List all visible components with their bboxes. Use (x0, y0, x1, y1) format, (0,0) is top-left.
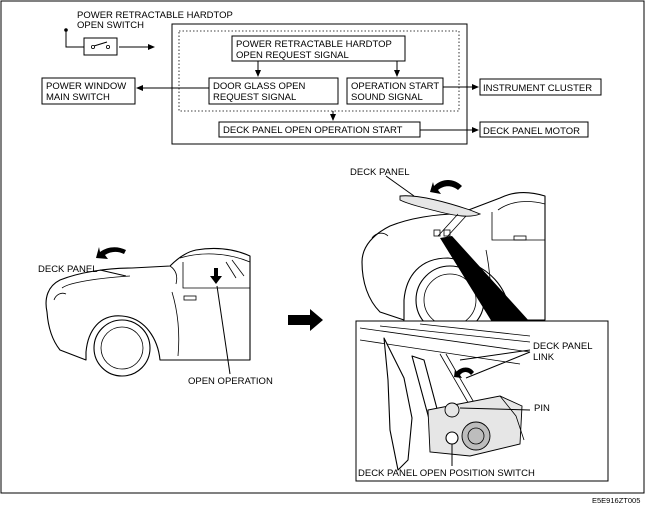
car-left-rear-rim (100, 326, 144, 370)
sound-signal-box (346, 77, 444, 105)
inset-body-line1 (359, 327, 531, 353)
inset-motor-gear (461, 421, 491, 451)
inset-pin-wheel (444, 402, 460, 418)
switch-lever (93, 41, 108, 47)
deck-panel-link-line2: LINK (533, 352, 555, 363)
block-diagram: POWER RETRACTABLE HARDTOP OPEN SWITCH PO… (41, 10, 602, 145)
car-right-taillight (371, 232, 389, 239)
inset-rotation-arrow (454, 367, 474, 378)
car-right-door-handle (513, 235, 527, 241)
sound-signal-line2: SOUND SIGNAL (351, 92, 423, 103)
inset-body-line2 (379, 325, 531, 343)
car-right-deck-panel (399, 195, 482, 217)
inset-bracket-left (383, 337, 413, 471)
switch-terminal (64, 28, 68, 32)
car-right-link1 (437, 213, 459, 237)
instrument-cluster-label: INSTRUMENT CLUSTER (483, 83, 592, 94)
car-left-deck-arrow (96, 247, 126, 259)
deck-panel-right-leader (385, 175, 415, 197)
car-right-link2 (445, 215, 467, 239)
power-window-line1: POWER WINDOW (46, 81, 126, 92)
car-left-body (45, 247, 251, 361)
power-window-line2: MAIN SWITCH (46, 92, 110, 103)
car-left-trunk-line (61, 275, 131, 289)
car-right-roof-line (497, 201, 546, 211)
link-leader-2 (465, 351, 531, 379)
car-left-glass-down-arrow (210, 268, 222, 284)
inset-link-rod2 (445, 353, 477, 407)
car-right-window-frame (491, 212, 545, 241)
car-right-detail-mark2 (443, 229, 451, 237)
zoom-callout-cone (440, 236, 530, 322)
deck-panel-left-label: DECK PANEL (38, 264, 97, 275)
figure-frame (0, 0, 645, 494)
car-left-door-line (171, 291, 180, 357)
car-left-illustration: DECK PANEL OPEN OPERATION (38, 247, 273, 387)
switch-symbol-box (83, 37, 118, 56)
car-left-deck-edge (169, 265, 178, 285)
transition-arrow (288, 309, 323, 331)
car-left-glass-streak1 (225, 261, 237, 279)
request-signal-box (231, 35, 406, 62)
deck-open-start-label: DECK PANEL OPEN OPERATION START (223, 125, 403, 136)
inset-motor-edge (499, 395, 525, 441)
figure-code: E5E916ZT005 (592, 496, 640, 505)
pin-label: PIN (534, 403, 550, 414)
car-left-taillight (53, 292, 67, 301)
switch-contact-a (91, 45, 96, 50)
switch-wire-left (65, 30, 88, 48)
deck-panel-link-line1: DECK PANEL (533, 341, 592, 352)
detail-inset: DECK PANEL LINK PIN DECK PANEL OPEN POSI… (355, 320, 609, 482)
inset-switch-body (445, 431, 459, 445)
sound-signal-line1: OPERATION START (351, 81, 439, 92)
deck-panel-right-label: DECK PANEL (350, 167, 409, 178)
instrument-cluster-box (479, 78, 602, 96)
module-dotted-region (178, 30, 460, 112)
car-left-door-handle (183, 295, 197, 301)
switch-label-line1: POWER RETRACTABLE HARDTOP (77, 10, 233, 21)
deck-panel-motor-box (479, 121, 589, 138)
door-glass-line1: DOOR GLASS OPEN (213, 81, 306, 92)
request-signal-line2: OPEN REQUEST SIGNAL (236, 50, 349, 61)
car-right-illustration: DECK PANEL (350, 167, 546, 335)
open-operation-label: OPEN OPERATION (188, 376, 273, 387)
power-window-box (41, 77, 136, 105)
deck-panel-left-leader (99, 269, 127, 277)
car-left-rear-wheel (93, 319, 151, 377)
car-left-window-frame (182, 262, 250, 289)
inset-body-line3 (419, 323, 531, 337)
car-right-deck-arrow (430, 180, 462, 194)
link-leader-1 (459, 349, 531, 361)
car-left-roof-line (179, 253, 251, 263)
car-left-glass-streak2 (231, 259, 245, 277)
inset-link-rod1 (439, 353, 471, 407)
door-glass-box (208, 77, 339, 105)
inset-motor-gear-inner (467, 427, 485, 445)
switch-contact-b (106, 45, 111, 50)
door-glass-line2: REQUEST SIGNAL (213, 92, 296, 103)
open-operation-leader (216, 285, 231, 375)
open-position-switch-label: DECK PANEL OPEN POSITION SWITCH (358, 468, 535, 479)
car-right-detail-mark (433, 229, 441, 237)
switch-label-line2: OPEN SWITCH (77, 20, 144, 31)
deck-panel-motor-label: DECK PANEL MOTOR (483, 126, 580, 137)
pin-leader (459, 407, 531, 411)
request-signal-line1: POWER RETRACTABLE HARDTOP (236, 39, 392, 50)
